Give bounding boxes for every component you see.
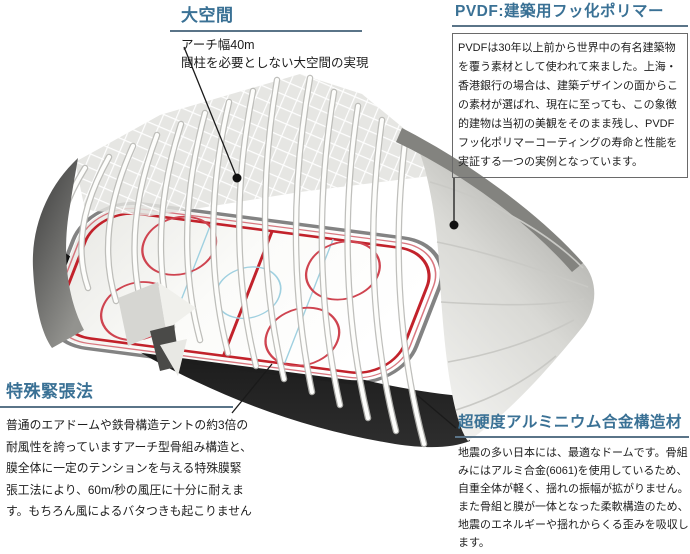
callout-pvdf-title: PVDF:建築用フッ化ポリマー [455, 3, 665, 20]
callout-daikukan-title: 大空間 [181, 6, 234, 25]
callout-tokushu: 特殊緊張法 普通のエアドームや鉄骨構造テントの約3倍の耐風性を誇っていますアーチ… [0, 382, 252, 523]
callout-tokushu-title: 特殊緊張法 [6, 382, 94, 401]
membrane-section [396, 128, 595, 441]
callout-tokushu-body: 普通のエアドームや鉄骨構造テントの約3倍の耐風性を誇っていますアーチ型骨組み構造… [6, 418, 252, 519]
rink-outer-red-line [53, 207, 437, 379]
callout-chokodo-title: 超硬度アルミニウム合金構造材 [458, 414, 682, 431]
rink-border-red-line [58, 212, 431, 374]
leader-chokodo [416, 394, 457, 429]
left-end-cap [32, 158, 84, 348]
leader-daikukan [183, 46, 238, 179]
callout-chokodo-body: 地震の多い日本には、最適なドームです。骨組みにはアルミ合金(6061)を使用して… [458, 446, 689, 549]
callout-daikukan-body: アーチ幅40m 間柱を必要としない大空間の実現 [181, 38, 369, 70]
leader-tokushu [231, 363, 273, 414]
callout-tokushu-rule [0, 406, 233, 409]
callout-pvdf: PVDF:建築用フッ化ポリマー PVDFは30年以上前から世界中の有名建築物を覆… [452, 3, 688, 178]
membrane-top-edge [396, 128, 583, 272]
leader-lines [183, 46, 457, 429]
callout-chokodo-rule [455, 435, 689, 438]
callout-pvdf-rule [452, 24, 688, 27]
callout-daikukan-rule [170, 30, 362, 33]
callout-pvdf-body: PVDFは30年以上前から世界中の有名建築物を覆う素材として使われて来ました。上… [452, 32, 688, 178]
leader-dot-pvdf [449, 220, 459, 230]
callout-daikukan: 大空間 アーチ幅40m 間柱を必要としない大空間の実現 [170, 6, 370, 72]
leader-dot-daikukan [232, 173, 242, 183]
callout-chokodo: 超硬度アルミニウム合金構造材 地震の多い日本には、最適なドームです。骨組みにはア… [455, 414, 689, 552]
entrance-canopy [118, 282, 196, 376]
